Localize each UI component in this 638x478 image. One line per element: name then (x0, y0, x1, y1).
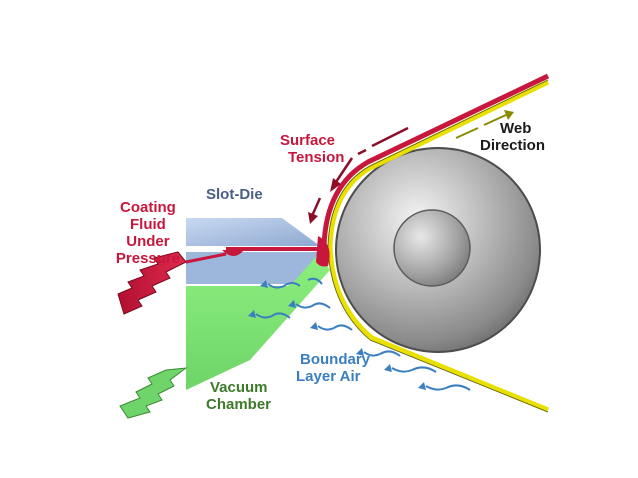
coating-fluid-arrow (117, 251, 187, 315)
boundary-air-arrowheads (248, 280, 426, 390)
coating-bead (316, 236, 330, 267)
boundary-air-flow (255, 277, 471, 391)
roller-hub (393, 209, 471, 287)
coating-fluid-label: Coating Fluid Under Pressure (116, 199, 180, 267)
surface-tension-arrow-3 (310, 197, 322, 217)
web-direction-label: Web Direction (480, 120, 545, 154)
surface-tension-arrowhead-2 (330, 178, 341, 192)
fluid-feed-line (185, 252, 227, 264)
slot-die-upper-block (186, 218, 320, 246)
surface-tension-arrow-2 (334, 157, 354, 183)
die-manifold (222, 250, 244, 256)
vacuum-chamber-region (186, 252, 330, 390)
web-direction-arrow-2 (483, 114, 507, 126)
web-direction-arrow-1 (455, 127, 479, 139)
boundary-layer-air-label: Boundary Layer Air (296, 351, 374, 385)
slot-die-label: Slot-Die (206, 186, 263, 203)
web (327, 79, 550, 413)
slot-die-lower-block (186, 252, 320, 284)
surface-tension-arrow-1-dash (357, 148, 367, 156)
web-edge (327, 79, 549, 413)
surface-tension-arrowhead-3 (308, 212, 318, 224)
coating-layer (321, 73, 550, 247)
surface-tension-arrow-1 (371, 126, 409, 148)
vacuum-chamber-label: Vacuum Chamber (206, 379, 272, 413)
web-direction-arrowhead (504, 110, 514, 120)
vacuum-arrow (119, 367, 188, 419)
surface-tension-label: Surface Tension (280, 132, 344, 166)
